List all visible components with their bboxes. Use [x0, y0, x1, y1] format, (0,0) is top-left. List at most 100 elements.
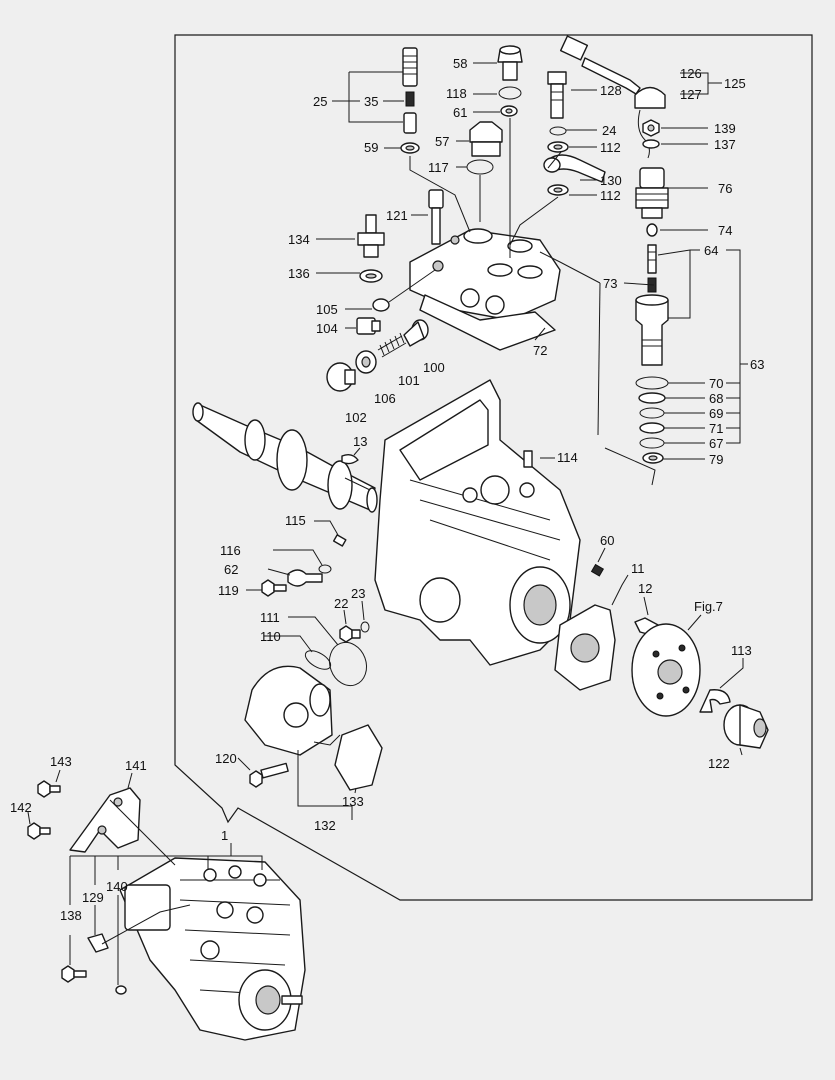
- label-127: 127: [680, 87, 702, 102]
- label-120: 120: [215, 751, 237, 766]
- label-133: 133: [342, 794, 364, 809]
- bolt-120: [249, 762, 289, 788]
- distributor-head-72: [409, 228, 561, 351]
- label-142: 142: [10, 800, 32, 815]
- label-104: 104: [316, 321, 338, 336]
- label-12: 12: [638, 581, 652, 596]
- label-122: 122: [708, 756, 730, 771]
- feed-pump: [244, 665, 333, 756]
- bolt-121: [428, 189, 444, 245]
- label-141: 141: [125, 758, 147, 773]
- label-114: 114: [557, 450, 578, 465]
- label-119: 119: [218, 583, 239, 598]
- o-ring-24: [549, 126, 567, 136]
- label-121: 121: [386, 208, 408, 223]
- label-117: 117: [428, 160, 449, 175]
- label-101: 101: [398, 373, 420, 388]
- label-67: 67: [709, 436, 723, 451]
- label-64: 64: [704, 243, 718, 258]
- label-112b: 112: [600, 188, 621, 203]
- key-113: [699, 689, 731, 713]
- detail-frame: [174, 34, 813, 901]
- label-136: 136: [288, 266, 310, 281]
- solenoid-76: [635, 167, 669, 219]
- label-134: 134: [288, 232, 310, 247]
- label-11: 11: [631, 561, 645, 576]
- bolt-142: [27, 822, 51, 840]
- label-22: 22: [334, 596, 348, 611]
- spring-101: [377, 332, 407, 358]
- plug-104: [356, 317, 381, 335]
- plug-57: [469, 121, 503, 157]
- label-fig7: Fig.7: [694, 599, 723, 614]
- plug-22: [339, 625, 361, 643]
- label-63: 63: [750, 357, 764, 372]
- label-73: 73: [603, 276, 617, 291]
- label-70: 70: [709, 376, 723, 391]
- label-68: 68: [709, 391, 723, 406]
- bolt-143: [37, 780, 61, 798]
- label-140: 140: [106, 879, 128, 894]
- leader-lines: [27, 62, 748, 985]
- plug-102: [326, 362, 356, 392]
- label-71: 71: [709, 421, 723, 436]
- o-ring-111: [328, 641, 368, 687]
- label-25: 25: [313, 94, 327, 109]
- gear-fig7: [631, 623, 701, 717]
- label-137: 137: [714, 137, 736, 152]
- injection-pump-assembly-1: [119, 857, 306, 1041]
- label-62: 62: [224, 562, 238, 577]
- screw-60: [590, 563, 605, 577]
- label-128: 128: [600, 83, 622, 98]
- label-76: 76: [718, 181, 732, 196]
- label-116: 116: [220, 543, 241, 558]
- label-105: 105: [316, 302, 338, 317]
- label-102: 102: [345, 410, 367, 425]
- bolt-138: [61, 965, 87, 983]
- pump-housing: [374, 379, 581, 666]
- label-113: 113: [731, 643, 752, 658]
- pin-114: [523, 450, 533, 468]
- key-13: [341, 453, 359, 465]
- label-110: 110: [260, 629, 281, 644]
- label-61: 61: [453, 105, 467, 120]
- part-labels: 25 35 59 58 118 61 57 117 128 24 112 130…: [10, 56, 764, 923]
- label-59: 59: [364, 140, 378, 155]
- banjo-bolt-128: [547, 71, 567, 119]
- o-rings-63-stack: [635, 376, 669, 464]
- gasket-133: [334, 724, 383, 791]
- label-1: 1: [221, 828, 228, 843]
- label-72: 72: [533, 343, 547, 358]
- o-ring-116: [318, 564, 332, 574]
- label-143: 143: [50, 754, 72, 769]
- label-100: 100: [423, 360, 445, 375]
- label-13: 13: [353, 434, 367, 449]
- o-ring-117: [466, 159, 494, 175]
- drive-shaft: [192, 402, 378, 513]
- o-ring-110: [304, 650, 332, 670]
- plug-58: [497, 45, 523, 81]
- label-57: 57: [435, 134, 449, 149]
- label-69: 69: [709, 406, 723, 421]
- bracket-141: [69, 787, 141, 853]
- label-60: 60: [600, 533, 614, 548]
- bolt-119: [261, 579, 287, 597]
- label-23: 23: [351, 586, 365, 601]
- washer-137: [642, 139, 660, 149]
- boot-127: [634, 86, 666, 159]
- label-129: 129: [82, 890, 104, 905]
- collar-122: [723, 704, 769, 749]
- bolt-134: [357, 214, 385, 258]
- label-126: 126: [680, 66, 702, 81]
- sleeve-100: [403, 319, 429, 347]
- label-139: 139: [714, 121, 736, 136]
- clip-129: [87, 933, 109, 953]
- valve-body-63: [635, 294, 669, 366]
- label-125: 125: [724, 76, 746, 91]
- label-115: 115: [285, 513, 306, 528]
- label-112a: 112: [600, 140, 621, 155]
- label-130: 130: [600, 173, 622, 188]
- delivery-valve-25: [402, 47, 418, 134]
- label-24: 24: [602, 123, 616, 138]
